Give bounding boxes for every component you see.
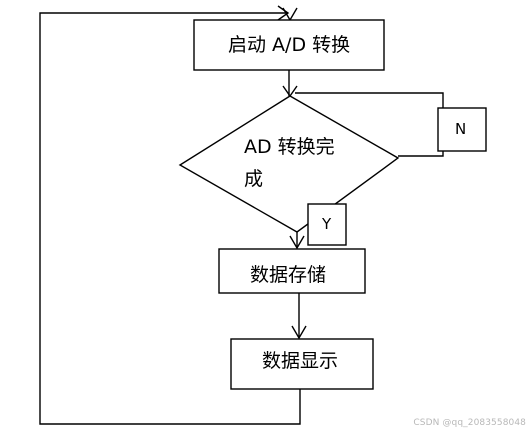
yes-tag-box [307,203,347,246]
store-entry-arrowhead [289,235,305,250]
decision-label-line2: 成 [244,168,264,190]
csdn-watermark: CSDN @qq_2083558048 [413,418,526,428]
data-display-box [230,338,374,390]
display-entry-arrowhead [291,325,307,340]
data-storage-label: 数据存储 [250,264,327,286]
data-storage-box [218,248,366,294]
top-entry-arrowhead [282,7,298,22]
decision-label-line1: AD 转换完 [244,136,335,158]
conversion-complete-decision [178,95,400,233]
loop-back-arrowhead [277,5,290,21]
loop-back-connector [39,12,301,425]
data-display-label: 数据显示 [262,350,339,372]
no-label: N [455,120,467,138]
no-tag-box [437,107,487,152]
start-conversion-box [193,19,385,71]
decision-entry-arrowhead [282,85,298,98]
start-conversion-label: 启动 A/D 转换 [228,34,351,56]
yes-label: Y [322,215,332,233]
